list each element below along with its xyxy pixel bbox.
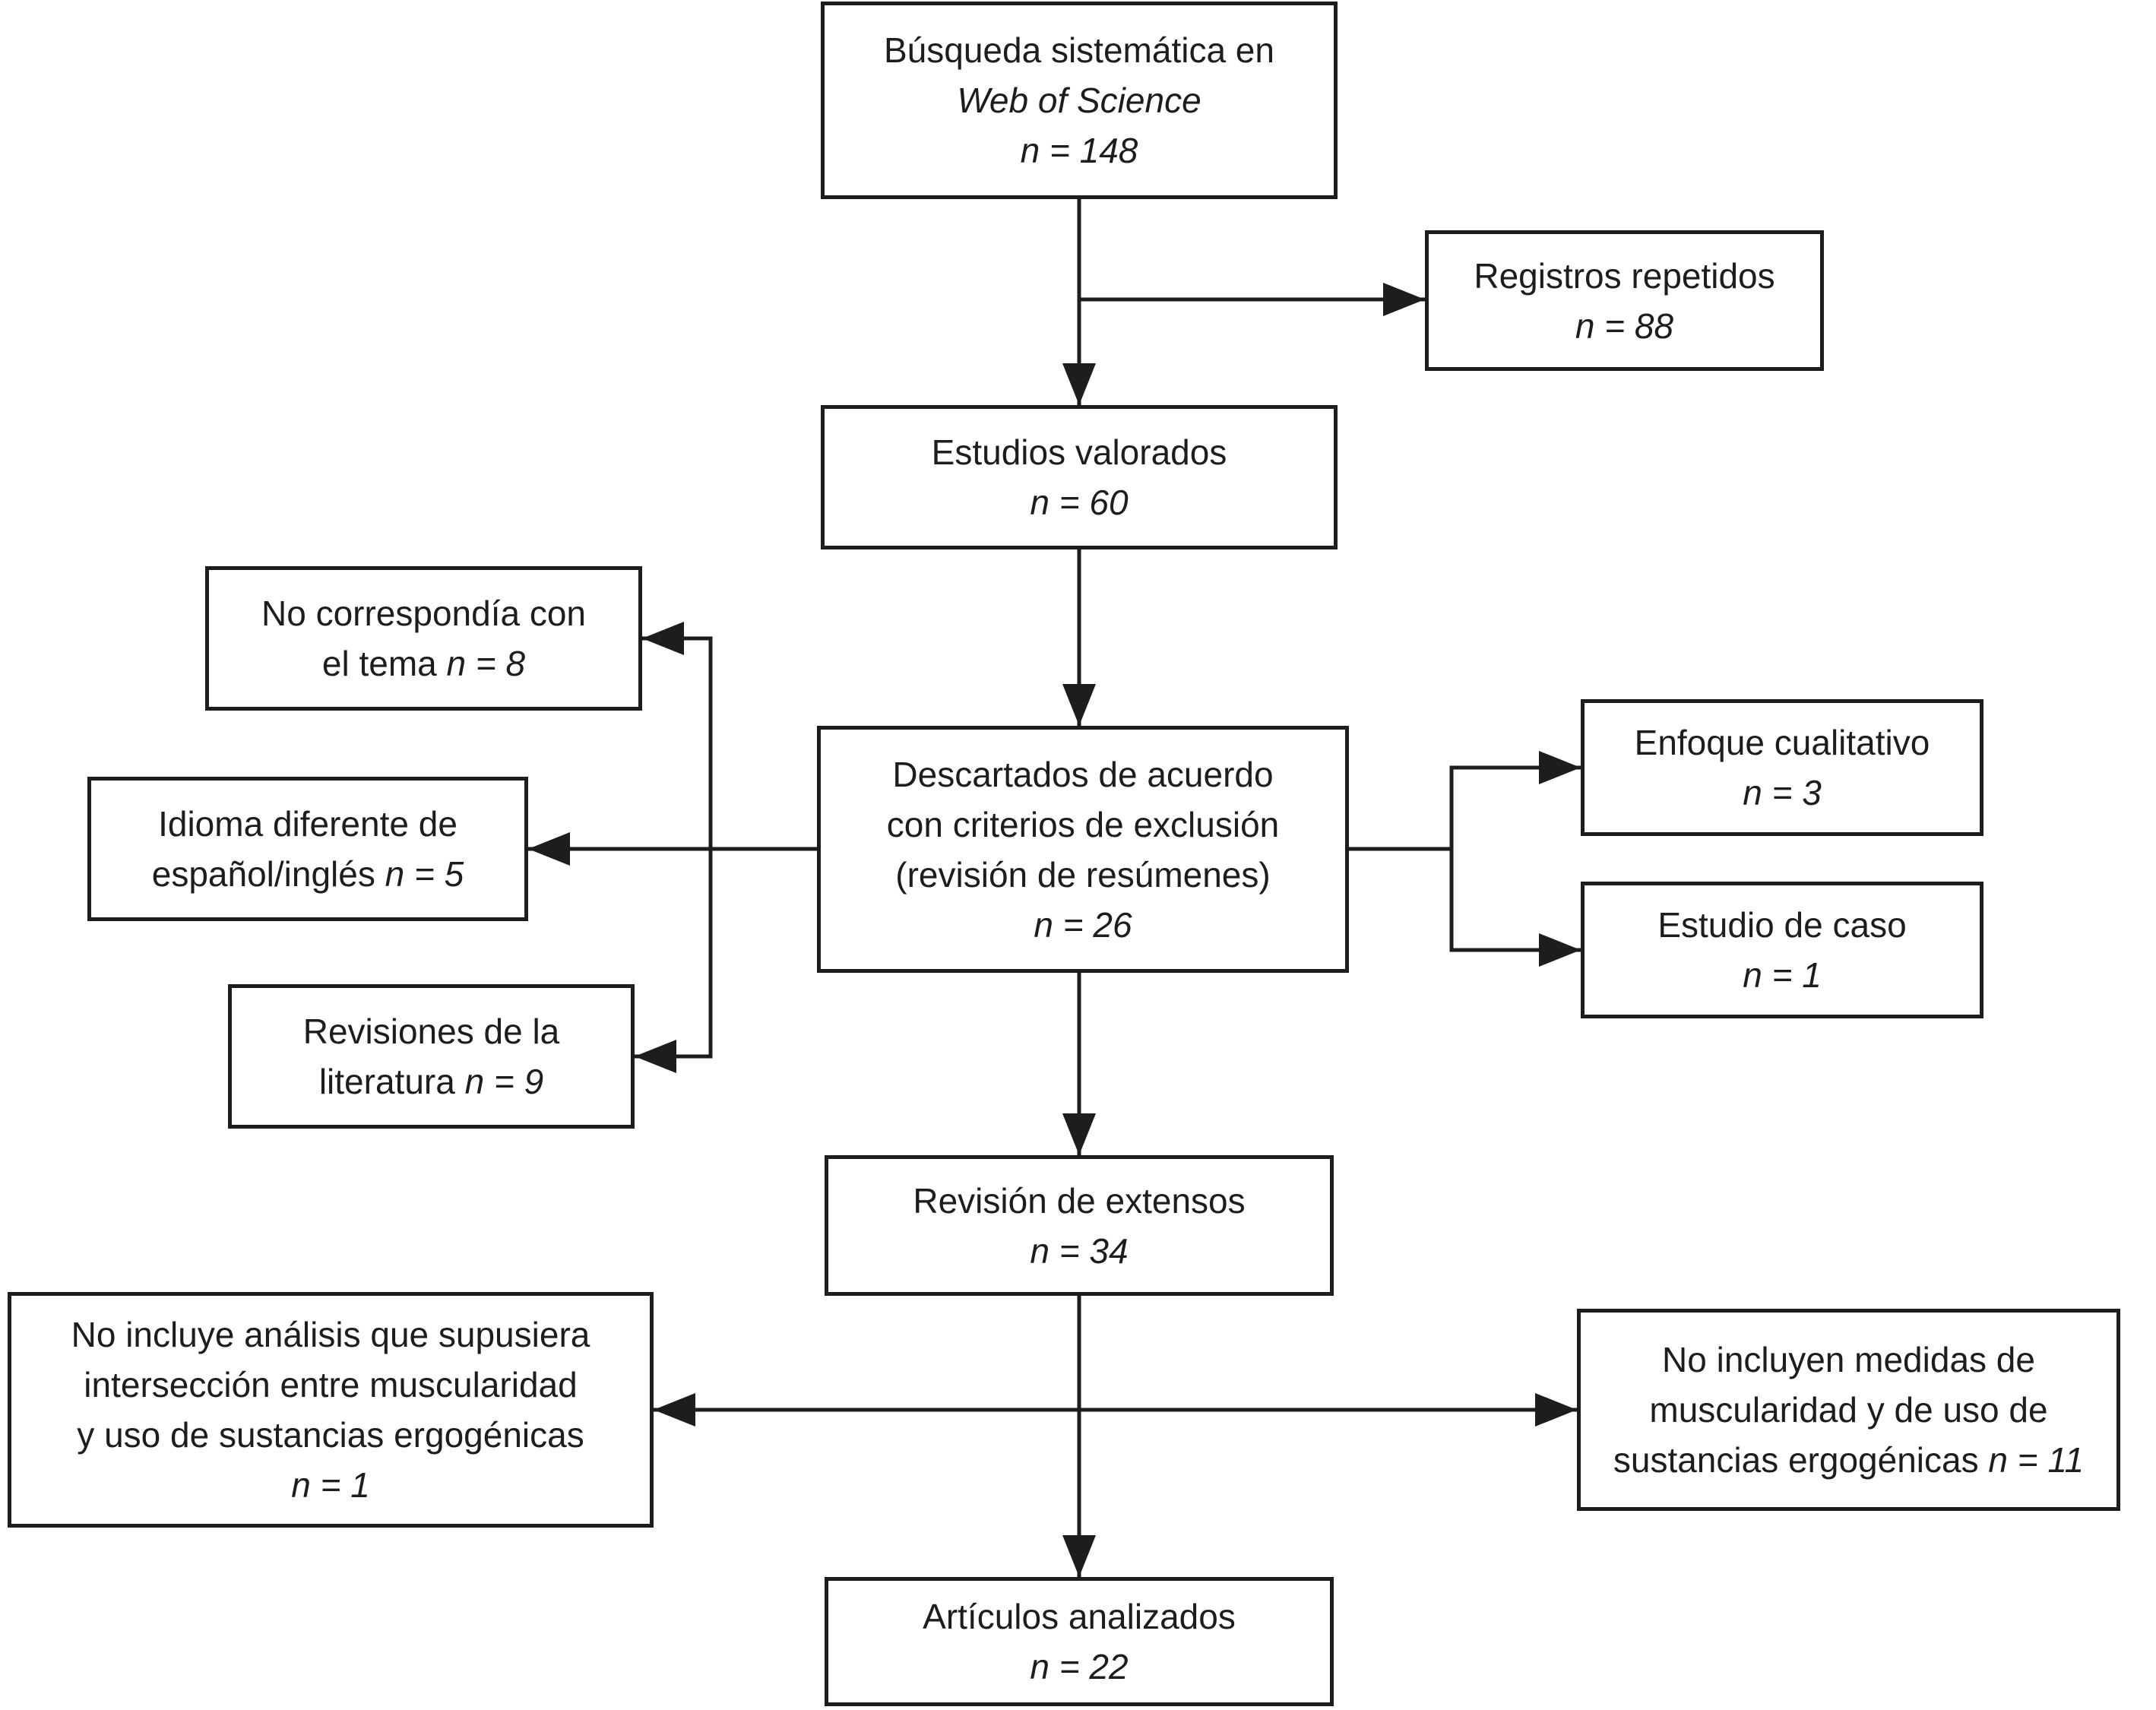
node-label: Enfoque cualitativo	[1634, 723, 1930, 762]
node-label: intersección entre muscularidad	[84, 1365, 578, 1404]
node-label: sustancias ergogénicas	[1613, 1440, 1989, 1480]
node-label: Búsqueda sistemática en	[884, 30, 1274, 70]
node-label: Registros repetidos	[1474, 255, 1775, 296]
node-enfoque-cualitativo: Enfoque cualitativo n = 3	[1581, 699, 1983, 836]
edge-to-revisiones	[635, 849, 713, 1073]
node-no-incluye-analisis: No incluye análisis que supusiera inters…	[8, 1292, 654, 1528]
node-label: (revisión de resúmenes)	[895, 854, 1271, 895]
node-label: Estudio de caso	[1657, 905, 1907, 945]
node-label: literatura	[318, 1062, 465, 1101]
node-articulos-analizados: Artículos analizados n = 22	[825, 1577, 1334, 1706]
node-busqueda-sistematica: Búsqueda sistemática en Web of Science n…	[821, 2, 1338, 199]
node-label: el tema	[321, 644, 447, 683]
node-count: n = 22	[1030, 1647, 1129, 1686]
node-count: n = 3	[1743, 773, 1822, 812]
node-count: n = 8	[446, 644, 526, 683]
node-estudio-de-caso: Estudio de caso n = 1	[1581, 882, 1983, 1018]
node-no-correspondia-tema: No correspondía con el tema n = 8	[205, 566, 642, 711]
edge-to-no-correspondia	[642, 622, 713, 849]
node-label: No correspondía con	[261, 594, 587, 633]
node-count: n = 11	[1988, 1440, 2085, 1480]
node-label: Idioma diferente de	[158, 804, 457, 844]
node-label: con criterios de exclusión	[886, 804, 1280, 844]
node-revision-extensos: Revisión de extensos n = 34	[825, 1155, 1334, 1296]
node-descartados-exclusion: Descartados de acuerdo con criterios de …	[817, 726, 1349, 973]
node-count: n = 60	[1030, 483, 1129, 522]
node-count: n = 1	[291, 1465, 370, 1505]
node-label: Web of Science	[957, 81, 1201, 120]
node-label: Descartados de acuerdo	[892, 754, 1274, 794]
node-count: n = 5	[385, 854, 464, 894]
node-label: muscularidad y de uso de	[1649, 1390, 2048, 1430]
node-label: No incluye análisis que supusiera	[71, 1315, 590, 1354]
node-label: Revisiones de la	[302, 1012, 560, 1051]
node-revisiones-literatura: Revisiones de la literatura n = 9	[228, 984, 635, 1129]
node-label: y uso de sustancias ergogénicas	[77, 1415, 584, 1455]
node-estudios-valorados: Estudios valorados n = 60	[821, 405, 1338, 549]
node-idioma-diferente: Idioma diferente de español/inglés n = 5	[87, 777, 528, 921]
node-count: n = 34	[1030, 1230, 1129, 1271]
node-registros-repetidos: Registros repetidos n = 88	[1425, 230, 1824, 371]
node-label: Estudios valorados	[931, 432, 1227, 472]
node-count: n = 88	[1575, 306, 1674, 346]
node-no-incluyen-medidas: No incluyen medidas de muscularidad y de…	[1577, 1309, 2120, 1511]
node-count: n = 1	[1743, 955, 1822, 995]
node-label: español/inglés	[151, 854, 385, 894]
node-label: Artículos analizados	[923, 1597, 1236, 1636]
node-count: n = 148	[1020, 131, 1138, 170]
node-count: n = 9	[464, 1062, 544, 1101]
edge-to-enfoque	[1349, 751, 1581, 851]
node-label: No incluyen medidas de	[1662, 1340, 2035, 1379]
node-label: Revisión de extensos	[913, 1180, 1246, 1221]
edge-to-caso	[1449, 849, 1581, 967]
node-count: n = 26	[1034, 904, 1132, 945]
